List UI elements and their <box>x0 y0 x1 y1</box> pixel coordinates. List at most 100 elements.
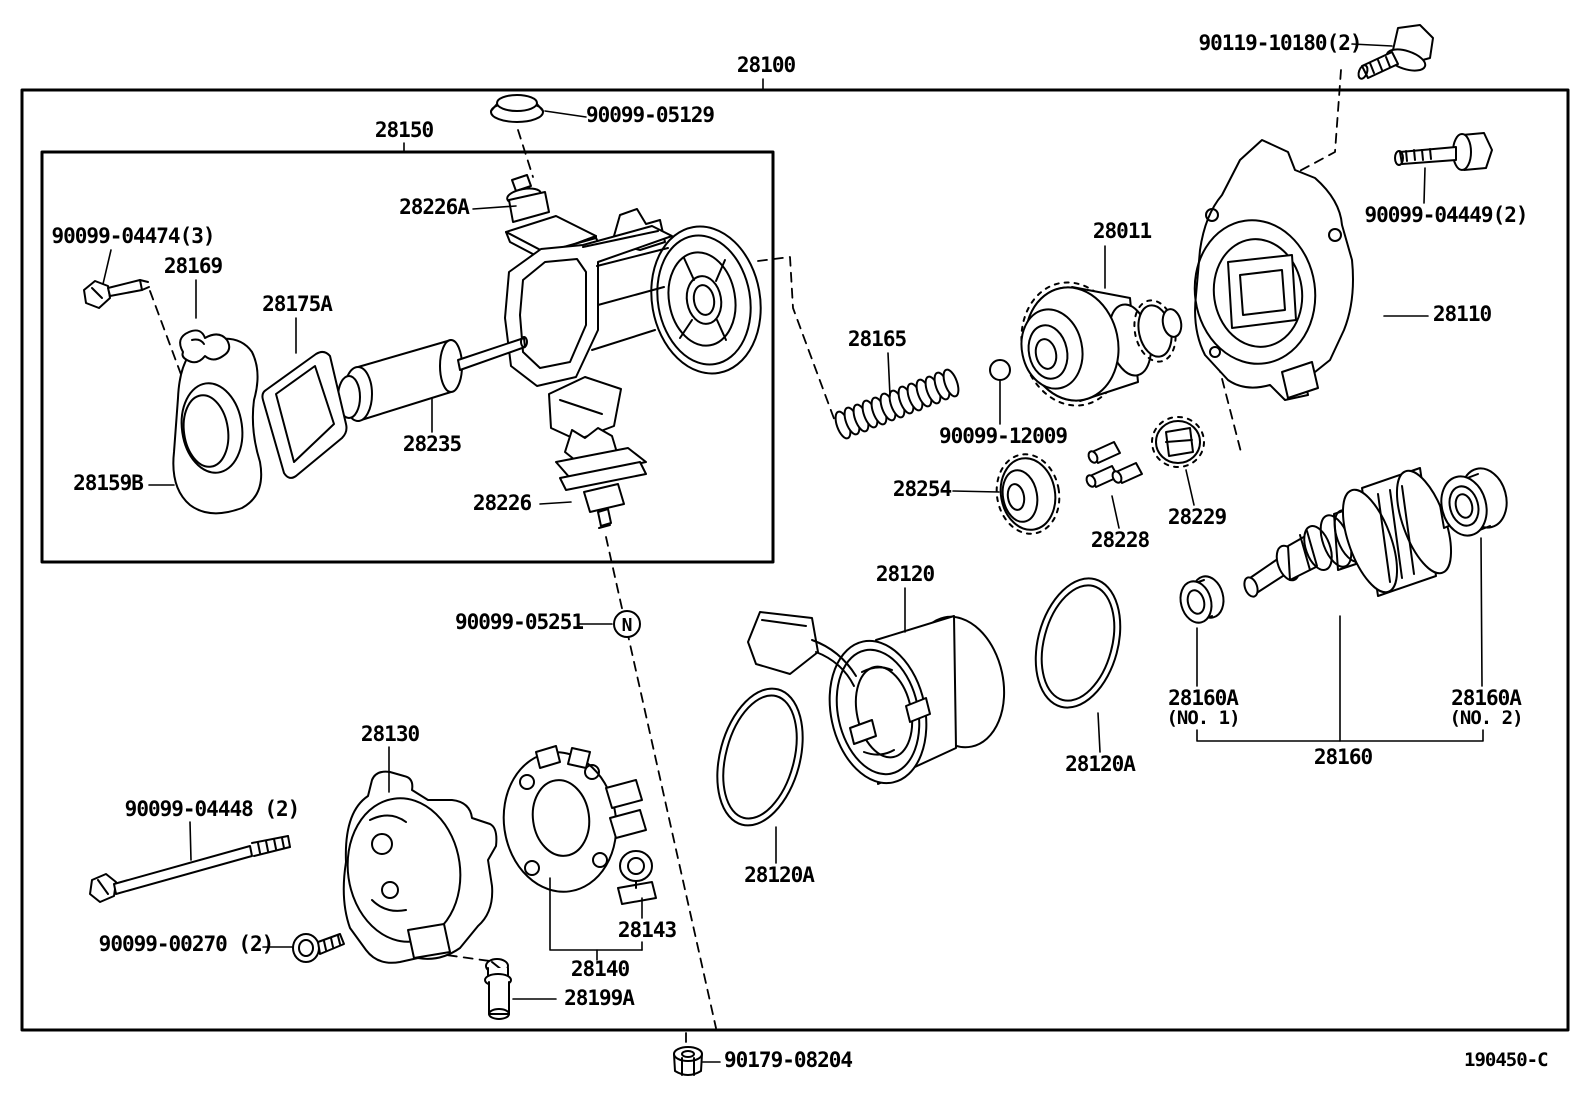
screw-90099-00270-drawing <box>292 933 345 963</box>
label-90099-05129: 90099-05129 <box>585 103 715 127</box>
label-28120: 28120 <box>875 562 935 586</box>
label-90179-08204: 90179-08204 <box>724 1048 853 1072</box>
label-90099-00270-text: 90099-00270 (2) <box>98 932 275 956</box>
label-28130: 28130 <box>360 722 420 746</box>
outer-frame <box>20 88 1570 1032</box>
label-28120A-left-text: 28120A <box>744 863 815 887</box>
clutch-rollers-28228-drawing <box>1085 441 1143 488</box>
label-90099-04449-text: 90099-04449(2) <box>1364 203 1528 227</box>
label-28160: 28160 <box>1313 745 1373 769</box>
label-28226-text: 28226 <box>472 491 532 515</box>
label-28228-text: 28228 <box>1090 528 1150 552</box>
label-28226: 28226 <box>472 491 532 515</box>
spring-28165-drawing <box>834 368 960 440</box>
label-90099-04448: 90099-04448 (2) <box>124 797 301 821</box>
label-28160A-no2-text: 28160A <box>1451 686 1522 710</box>
solenoid-sub-assembly-box <box>40 150 775 564</box>
label-doc-number-text: 190450-C <box>1464 1049 1549 1071</box>
label-28150-text: 28150 <box>374 118 434 142</box>
label-28120A-right-text: 28120A <box>1065 752 1136 776</box>
label-28169-text: 28169 <box>163 254 223 278</box>
label-90099-04449: 90099-04449(2) <box>1364 203 1528 227</box>
drive-end-bracket-28110-drawing <box>1193 139 1354 401</box>
label-28175A-text: 28175A <box>262 292 333 316</box>
bolt-90099-04474-drawing <box>83 279 150 309</box>
gasket-28175A-drawing <box>261 350 348 479</box>
label-28143-text: 28143 <box>617 918 677 942</box>
bolt-90099-04449-drawing <box>1394 132 1493 171</box>
bolt-90119-10180-drawing <box>1357 24 1434 80</box>
label-28011: 28011 <box>1092 219 1152 243</box>
o-ring-28120A-right-drawing <box>1034 577 1122 709</box>
roller-28143-drawing <box>617 850 657 905</box>
label-doc-number: 190450-C <box>1464 1049 1549 1071</box>
label-28160A-no1-subtext: (NO. 1) <box>1166 707 1240 729</box>
label-90099-12009: 90099-12009 <box>938 424 1068 448</box>
label-28254-text: 28254 <box>892 477 952 501</box>
label-28011-text: 28011 <box>1092 219 1152 243</box>
through-bolt-90099-04448-drawing <box>89 835 291 903</box>
label-28160A-no1-text: 28160A <box>1168 686 1239 710</box>
label-28110: 28110 <box>1432 302 1492 326</box>
label-90099-04474: 90099-04474(3) <box>51 224 215 248</box>
o-ring-28120A-left-drawing <box>716 687 804 827</box>
label-90179-08204-text: 90179-08204 <box>724 1048 853 1072</box>
label-28140-text: 28140 <box>570 957 630 981</box>
bracket-28159B-drawing <box>172 337 263 515</box>
magnet-switch-housing-28150-drawing <box>504 208 762 441</box>
label-28199A: 28199A <box>564 986 635 1010</box>
clip-28169-drawing <box>179 329 231 364</box>
clutch-retainer-28229-drawing <box>1151 416 1205 468</box>
solenoid-terminal-28226-drawing <box>555 427 647 529</box>
label-28159B: 28159B <box>73 471 144 495</box>
label-28159B-text: 28159B <box>73 471 144 495</box>
label-90099-05251: 90099-05251 <box>454 610 584 634</box>
label-28235: 28235 <box>402 432 462 456</box>
label-90099-04474-text: 90099-04474(3) <box>51 224 215 248</box>
commutator-end-frame-28130-drawing <box>342 770 498 964</box>
label-90099-12009-text: 90099-12009 <box>938 424 1068 448</box>
grommet-cap-90099-05129-drawing <box>490 94 544 123</box>
label-28235-text: 28235 <box>402 432 462 456</box>
label-28199A-text: 28199A <box>564 986 635 1010</box>
bearing-28160A-no2-drawing <box>1440 467 1508 537</box>
starter-clutch-28011-drawing <box>1020 281 1183 407</box>
label-28165: 28165 <box>847 327 907 351</box>
label-28229: 28229 <box>1167 505 1227 529</box>
nut-90179-08204-drawing <box>673 1046 703 1076</box>
label-28120A-left: 28120A <box>744 863 815 887</box>
label-28140: 28140 <box>570 957 630 981</box>
label-28165-text: 28165 <box>847 327 907 351</box>
idler-gear-28254-drawing <box>995 453 1061 535</box>
label-28110-text: 28110 <box>1432 302 1492 326</box>
label-28226A-text: 28226A <box>399 195 470 219</box>
label-28169: 28169 <box>163 254 223 278</box>
label-90099-04448-text: 90099-04448 (2) <box>124 797 301 821</box>
label-28160A-no2: 28160A(NO. 2) <box>1449 686 1523 729</box>
label-90099-05129-text: 90099-05129 <box>585 103 715 127</box>
label-28226A: 28226A <box>399 195 470 219</box>
label-28130-text: 28130 <box>360 722 420 746</box>
label-90119-10180-text: 90119-10180(2) <box>1198 31 1362 55</box>
label-28160A-no1: 28160A(NO. 1) <box>1166 686 1240 729</box>
n-marker-letter: N <box>622 615 633 636</box>
armature-28160-drawing <box>1243 467 1466 598</box>
label-28254: 28254 <box>892 477 952 501</box>
label-28100-text: 28100 <box>736 53 796 77</box>
label-28150: 28150 <box>374 118 434 142</box>
dashed-assembly-lines <box>149 69 1342 1047</box>
n-marker: N <box>613 610 641 638</box>
label-28143: 28143 <box>617 918 677 942</box>
label-28229-text: 28229 <box>1167 505 1227 529</box>
label-90099-00270: 90099-00270 (2) <box>98 932 275 956</box>
plunger-28235-drawing <box>337 336 528 422</box>
label-90099-05251-text: 90099-05251 <box>454 610 584 634</box>
leader-lines <box>102 43 1484 1063</box>
label-28100: 28100 <box>736 53 796 77</box>
brush-holder-28140-drawing <box>502 745 647 893</box>
label-28175A: 28175A <box>262 292 333 316</box>
label-28160-text: 28160 <box>1313 745 1373 769</box>
label-28120-text: 28120 <box>875 562 935 586</box>
